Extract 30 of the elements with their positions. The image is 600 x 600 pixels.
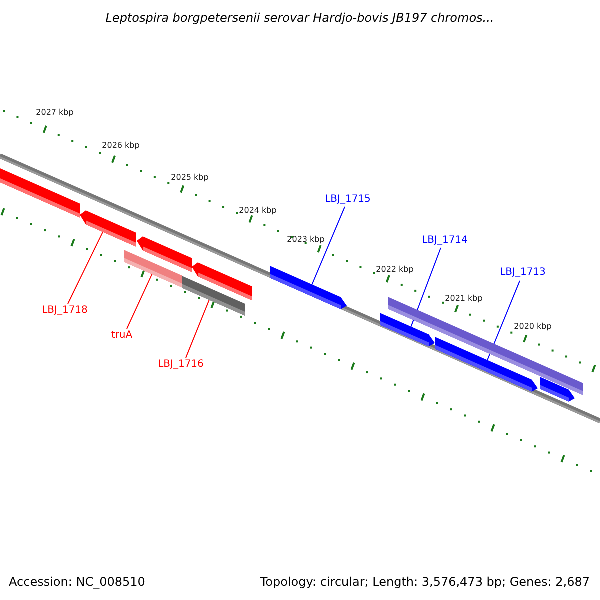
leader-line bbox=[312, 206, 346, 286]
scale-label: 2022 kbp bbox=[376, 266, 414, 274]
gene-feature bbox=[435, 337, 538, 392]
leader-line bbox=[487, 280, 520, 361]
gene-feature bbox=[124, 250, 182, 288]
title: Leptospira borgpetersenii serovar Hardjo-bovis JB197 chromos... bbox=[106, 12, 494, 24]
scale-label: 2026 kbp bbox=[102, 142, 140, 150]
scale-label: 2027 kbp bbox=[36, 109, 74, 117]
gene-feature bbox=[80, 210, 136, 247]
gene-label: LBJ_1718 bbox=[42, 306, 88, 316]
scale-label: 2024 kbp bbox=[239, 207, 277, 215]
gene-label: LBJ_1716 bbox=[158, 360, 204, 370]
leader-line bbox=[186, 300, 210, 358]
gene-label: truA bbox=[111, 331, 133, 341]
gene-feature bbox=[270, 266, 347, 310]
leader-line bbox=[126, 274, 153, 330]
gene-feature bbox=[540, 377, 575, 402]
scale-label: 2021 kbp bbox=[445, 295, 483, 303]
gene-label: LBJ_1713 bbox=[500, 268, 546, 278]
gene-feature bbox=[182, 276, 245, 316]
gene-label: LBJ_1715 bbox=[325, 195, 371, 205]
gene-feature bbox=[0, 166, 80, 218]
footer-text: Topology: circular; Length: 3,576,473 bp; Genes: 2,687 bbox=[260, 576, 590, 588]
gene-label: LBJ_1714 bbox=[422, 236, 468, 246]
footer-text: Accession: NC_008510 bbox=[9, 576, 146, 588]
leader-line bbox=[68, 232, 104, 304]
scale-label: 2023 kbp bbox=[287, 236, 325, 244]
scale-label: 2025 kbp bbox=[171, 174, 209, 182]
leader-line bbox=[410, 248, 442, 328]
scale-label: 2020 kbp bbox=[514, 323, 552, 331]
